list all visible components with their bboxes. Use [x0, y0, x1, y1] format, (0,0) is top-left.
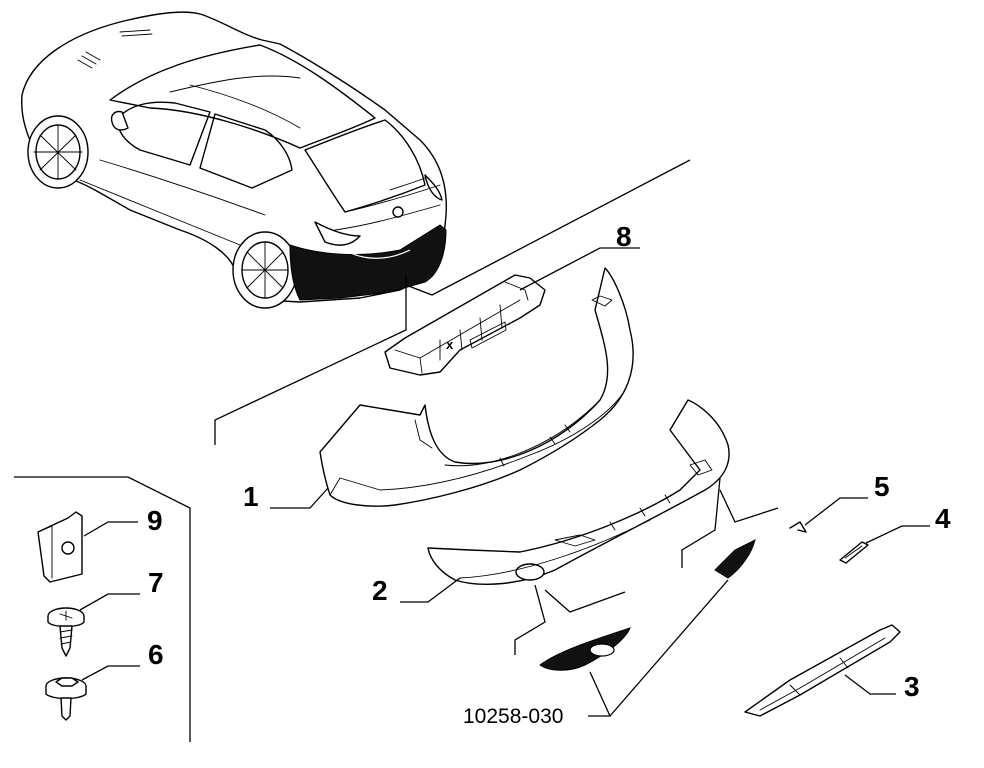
leader-7 — [79, 593, 140, 611]
leader-2-exhaust — [514, 584, 626, 655]
leader-2 — [400, 577, 461, 603]
callout-9: 9 — [147, 505, 163, 536]
callout-1: 1 — [243, 481, 259, 512]
part-5-clip — [789, 521, 807, 533]
part-6-bolt — [45, 677, 87, 721]
leader-3 — [844, 674, 896, 695]
callout-3: 3 — [904, 671, 920, 702]
fastener-box-frame — [14, 476, 191, 742]
part-4-trim — [839, 541, 869, 564]
reflector-insert — [714, 539, 756, 579]
leader-1 — [270, 487, 329, 509]
callout-4: 4 — [935, 503, 951, 534]
leader-5 — [804, 497, 868, 526]
marker-x: x — [446, 337, 454, 352]
leader-2-reflector — [681, 477, 779, 568]
part-2-diffuser — [427, 399, 730, 586]
car-to-parts-leader — [214, 159, 691, 445]
leader-8 — [519, 247, 640, 291]
drawing-code: 10258-030 — [463, 705, 563, 728]
callout-8: 8 — [616, 221, 632, 252]
leader-4 — [865, 525, 930, 544]
leader-6 — [81, 665, 140, 681]
car-illustration — [20, 11, 447, 309]
leader-code — [588, 579, 729, 717]
part-1-bumper-cover — [319, 267, 634, 507]
exhaust-trim — [539, 627, 631, 671]
leader-9 — [83, 521, 138, 537]
part-8-absorber: x — [384, 274, 546, 376]
callout-7: 7 — [148, 567, 164, 598]
callout-6: 6 — [148, 639, 164, 670]
callout-2: 2 — [372, 575, 388, 606]
part-7-screw — [47, 607, 85, 657]
callout-5: 5 — [874, 471, 890, 502]
part-9-bracket — [37, 511, 83, 583]
part-3-trim-strip — [744, 624, 901, 717]
